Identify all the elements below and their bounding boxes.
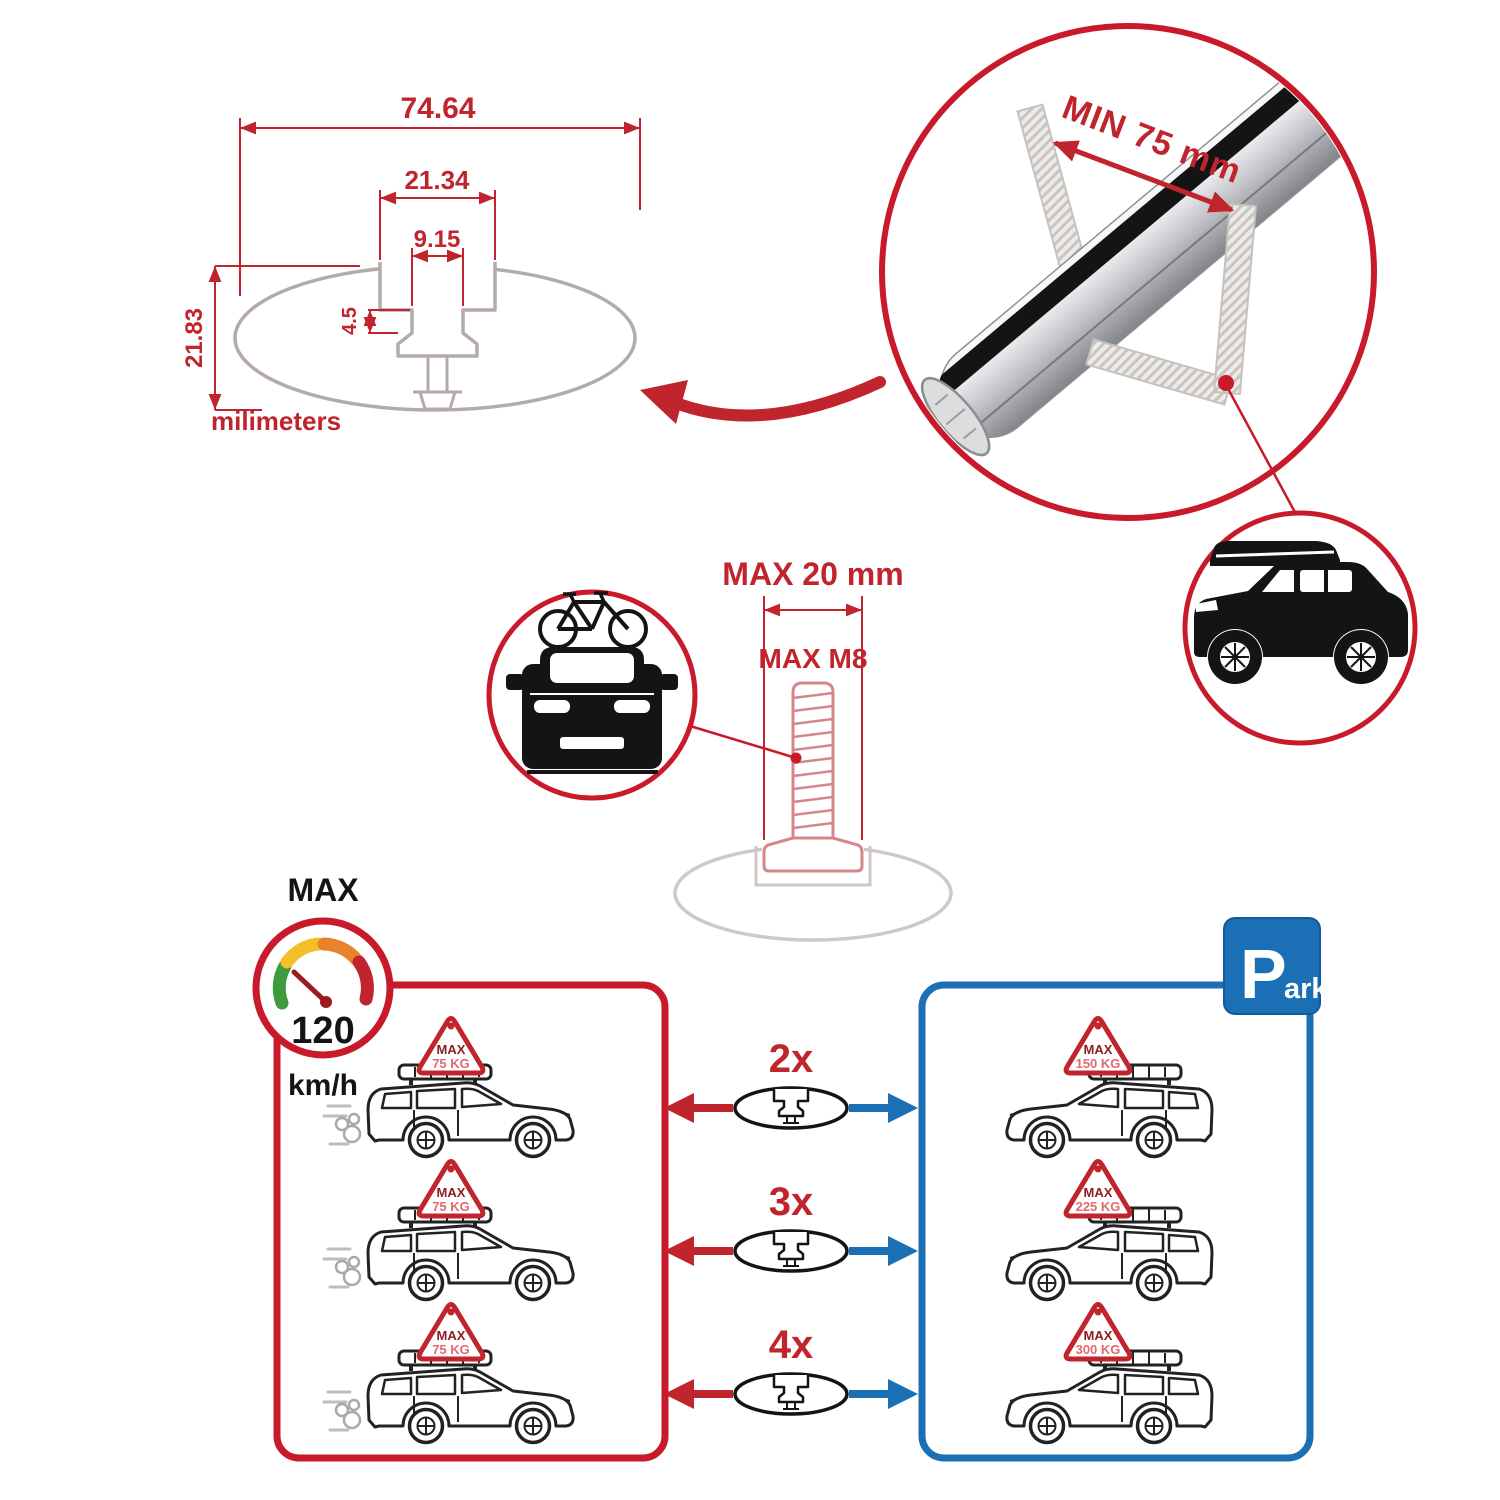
- bolt-point-dot: [790, 752, 802, 764]
- driving-car-2: MAX 75 KG: [322, 1162, 576, 1302]
- gauge-arcs: [272, 937, 374, 1010]
- sign-max: MAX: [437, 1042, 466, 1057]
- sign-weight: 150 KG: [1076, 1056, 1121, 1071]
- crossbar-section-icon: [733, 1372, 849, 1416]
- sign-max: MAX: [1084, 1042, 1113, 1057]
- bolt-threads: [792, 691, 834, 830]
- t-slot-stem: [413, 356, 462, 411]
- crossbar-section-icon: [733, 1229, 849, 1273]
- leader-to-car: [1224, 384, 1299, 517]
- dim-width-total: 74.64: [400, 92, 475, 125]
- headlight-left: [534, 700, 570, 713]
- dimension-lines: [208, 118, 641, 411]
- blue-arrowhead: [888, 1093, 918, 1123]
- park-sign: P ark: [1223, 917, 1328, 1015]
- cross-section-diagram: 74.64 21.34 9.15 4.5 21.83 milimeters: [181, 92, 641, 436]
- count-label: 2x: [769, 1037, 814, 1081]
- sign-weight: 75 KG: [432, 1199, 470, 1214]
- red-arrowhead: [664, 1093, 694, 1123]
- bolt-max-thread-label: MAX M8: [759, 643, 868, 674]
- dim-depth-throat: 4.5: [339, 307, 361, 335]
- gauge-value: 120: [291, 1010, 354, 1052]
- pointer-arrow: [640, 376, 886, 424]
- quantity-row-2: 3x: [664, 1180, 918, 1273]
- dim-height-total: 21.83: [181, 308, 208, 368]
- clamp-strap-right: [1213, 202, 1257, 396]
- bolt-dimension-lines: [763, 596, 863, 840]
- crossbar-section-icon: [733, 1086, 849, 1130]
- leader-to-bolt: [689, 724, 797, 760]
- license-plate: [560, 737, 624, 749]
- windshield: [550, 653, 634, 683]
- bolt-max-width-label: MAX 20 mm: [722, 556, 903, 592]
- blue-arrowhead: [888, 1236, 918, 1266]
- car-bike-illustration: [506, 591, 678, 774]
- suv-roofbox-circle: [1182, 510, 1418, 746]
- car-bike-circle: [486, 589, 698, 801]
- red-arrowhead: [664, 1236, 694, 1266]
- car-front-body: [522, 664, 662, 769]
- red-arrowhead: [664, 1379, 694, 1409]
- parking-car-2: MAX 225 KG: [1004, 1162, 1214, 1302]
- quantity-row-1: 2x: [664, 1037, 918, 1130]
- count-label: 4x: [769, 1323, 814, 1367]
- sign-max: MAX: [437, 1185, 466, 1200]
- min-span-arrow: [1052, 140, 1235, 213]
- detail-circle-ring: [879, 23, 1377, 521]
- gauge-max-label: MAX: [287, 872, 359, 908]
- sign-max: MAX: [1084, 1185, 1113, 1200]
- gauge-unit: km/h: [288, 1069, 358, 1102]
- parking-car-3: MAX 300 KG: [1004, 1305, 1214, 1445]
- park-sign-p: P: [1240, 935, 1287, 1013]
- bolt-t-head: [762, 836, 864, 873]
- blue-arrowhead: [888, 1379, 918, 1409]
- sign-weight: 75 KG: [432, 1056, 470, 1071]
- clamp-point-dot: [1218, 375, 1234, 391]
- sign-max: MAX: [1084, 1328, 1113, 1343]
- sign-weight: 75 KG: [432, 1342, 470, 1357]
- bolt-section: MAX 20 mm MAX M8: [673, 556, 953, 942]
- suv-body: [1194, 562, 1408, 657]
- parking-car-1: MAX 150 KG: [1004, 1019, 1214, 1159]
- crossbar-detail-circle: MIN 75 mm: [879, 23, 1377, 521]
- unit-label: milimeters: [211, 406, 341, 436]
- sign-max: MAX: [437, 1328, 466, 1343]
- suv-roofbox-illustration: [1194, 541, 1408, 684]
- headlight-right: [614, 700, 650, 713]
- t-bolt: [762, 681, 864, 873]
- park-sign-ark: ark: [1284, 973, 1328, 1005]
- sign-weight: 300 KG: [1076, 1342, 1121, 1357]
- quantity-row-3: 4x: [664, 1323, 918, 1416]
- driving-car-3: MAX 75 KG: [322, 1305, 576, 1445]
- dim-width-throat: 9.15: [414, 226, 461, 253]
- dim-width-opening: 21.34: [404, 165, 470, 195]
- count-label: 3x: [769, 1180, 814, 1224]
- driving-car-1: MAX 75 KG: [322, 1019, 576, 1159]
- speed-gauge: MAX 120 km/h: [252, 872, 394, 1102]
- gauge-needle: [291, 969, 329, 1005]
- sign-weight: 225 KG: [1076, 1199, 1121, 1214]
